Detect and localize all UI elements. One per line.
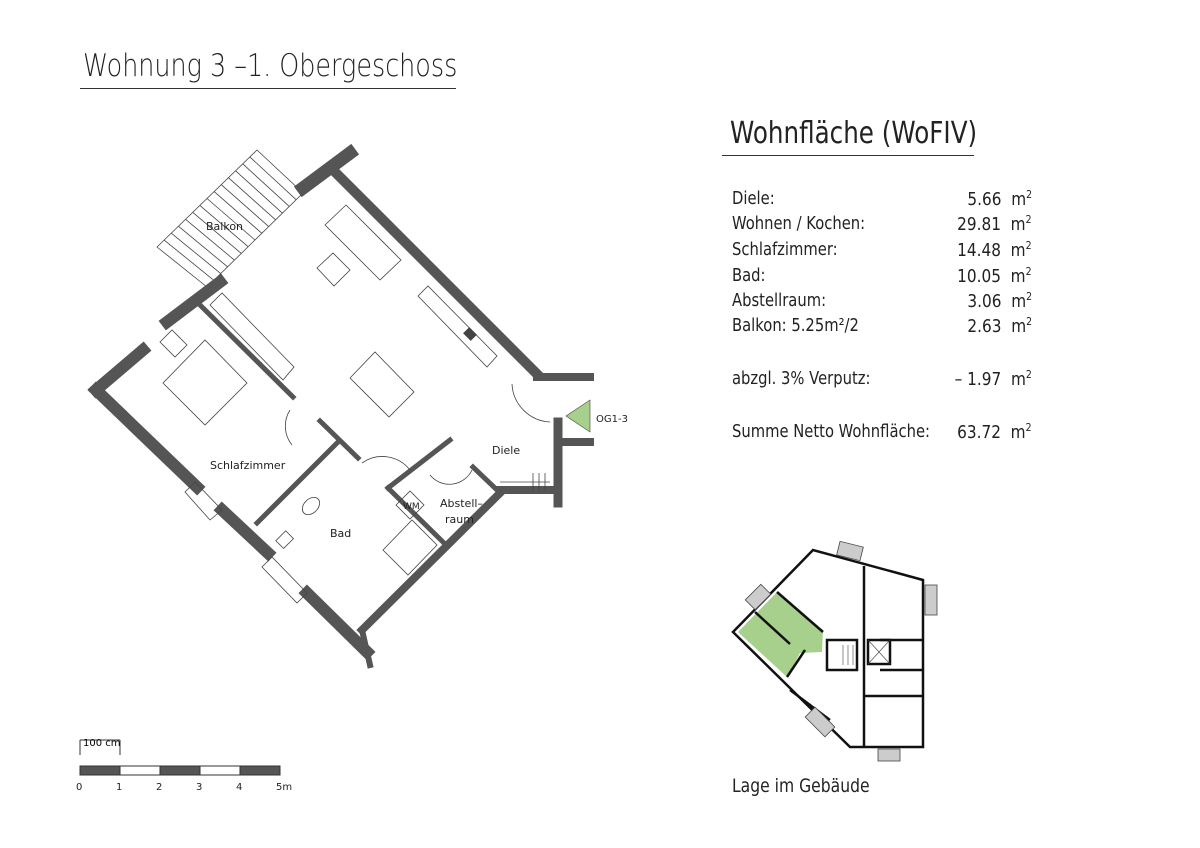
furniture (159, 204, 551, 604)
balcony-hatch-line (249, 156, 297, 201)
balcony-hatch-line (206, 198, 256, 241)
room-label-diele: Diele (492, 444, 520, 457)
scale-tick-label: 2 (156, 782, 163, 793)
area-row: Balkon: 5.25m²/2 2.63 m2 (732, 315, 1032, 339)
window (261, 556, 308, 604)
table (316, 252, 351, 287)
area-value: 2.63 m2 (967, 315, 1032, 337)
balcony (156, 149, 304, 288)
location-caption: Lage im Gebäude (732, 775, 870, 797)
scale-tick-label: 5m (276, 782, 293, 793)
area-value: 5.66 m2 (967, 188, 1032, 210)
sink-icon (301, 496, 321, 516)
door-swing (429, 469, 473, 485)
scale-tick-label: 4 (236, 782, 243, 793)
area-value: 3.06 m2 (967, 290, 1032, 312)
area-row: Abstellraum: 3.06 m2 (732, 290, 1032, 314)
area-row: Bad: 10.05 m2 (732, 265, 1032, 289)
balcony-hatch-line (221, 184, 269, 227)
area-label: Diele: (732, 188, 775, 209)
title-underline (80, 88, 456, 89)
scale-tick-label: 1 (116, 782, 123, 793)
area-value: 14.48 m2 (957, 239, 1032, 261)
area-label: Balkon: 5.25m²/2 (732, 315, 859, 336)
scale-tick-label: 3 (196, 782, 203, 793)
scale-unit-label: 100 cm (83, 738, 121, 749)
balcony-hatch-line (235, 170, 283, 214)
wm-label: WM (403, 502, 420, 512)
page-title: Wohnung 3 –1. Obergeschoss (83, 48, 458, 84)
walls (87, 143, 594, 669)
area-value: – 1.97 m2 (954, 368, 1032, 390)
washing-machine (395, 490, 425, 520)
balcony-hatch-line (213, 191, 263, 234)
balcony-hatch-line (199, 205, 249, 248)
balcony-hatch-line (242, 163, 290, 207)
area-label: Abstellraum: (732, 290, 827, 311)
balcony-hatch-line (228, 177, 276, 221)
area-title-underline (722, 155, 974, 156)
toilet-icon (275, 530, 295, 550)
balcony-hatch-line (163, 239, 215, 281)
area-label: Wohnen / Kochen: (732, 213, 866, 234)
door-swing (511, 383, 551, 423)
room-label-abstellraum-2: raum (445, 513, 474, 526)
entrance-label: OG1-3 (596, 414, 628, 425)
area-label: Summe Netto Wohnfläche: (732, 421, 931, 442)
kitchen (417, 285, 498, 368)
balcony-hatch-line (185, 218, 235, 261)
wardrobe (209, 292, 295, 381)
room-label-bad: Bad (330, 527, 351, 540)
area-title: Wohnfläche (WoFIV) (730, 116, 978, 151)
deduction-row: abzgl. 3% Verputz: – 1.97 m2 (732, 368, 1032, 392)
door-swing (361, 456, 411, 471)
area-label: abzgl. 3% Verputz: (732, 368, 871, 389)
door-swing (284, 409, 293, 446)
room-label-abstellraum: Abstell– (440, 497, 483, 510)
area-value: 29.81 m2 (957, 213, 1032, 235)
room-label-balkon: Balkon (206, 220, 243, 233)
area-value: 10.05 m2 (957, 265, 1032, 287)
balcony-hatch-line (178, 225, 228, 268)
scale-bar: 100 cm (79, 738, 281, 776)
area-row: Diele: 5.66 m2 (732, 188, 1032, 212)
window (159, 329, 188, 358)
bed (162, 339, 248, 426)
sofa (324, 204, 402, 281)
room-label-schlafzimmer: Schlafzimmer (210, 459, 286, 472)
area-label: Schlafzimmer: (732, 239, 838, 260)
area-label: Bad: (732, 265, 766, 286)
balcony-hatch-line (171, 232, 221, 274)
dining-table (349, 351, 415, 418)
entrance-marker (565, 399, 591, 433)
area-row: Schlafzimmer: 14.48 m2 (732, 239, 1032, 263)
cabinet (382, 519, 438, 576)
balcony-hatch-line (192, 212, 242, 254)
window (184, 481, 223, 521)
sink-icon (463, 327, 477, 341)
scale-tick-label: 0 (76, 782, 83, 793)
area-value: 63.72 m2 (957, 421, 1032, 443)
area-row: Wohnen / Kochen: 29.81 m2 (732, 213, 1032, 237)
total-row: Summe Netto Wohnfläche: 63.72 m2 (732, 421, 1032, 445)
